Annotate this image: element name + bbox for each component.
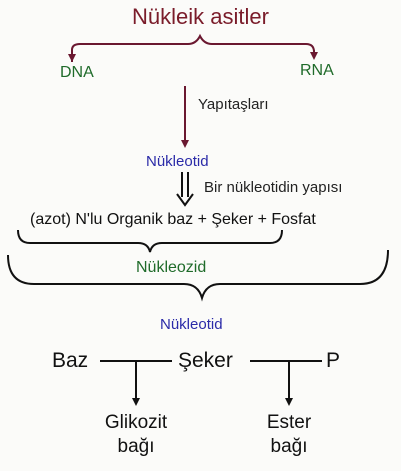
nucleoside-brace <box>17 229 283 253</box>
nucleotide-label-bottom: Nükleotid <box>160 316 223 333</box>
glycosidic-bond-label-2: bağı <box>117 436 155 457</box>
phosphate-label: P <box>326 349 341 372</box>
nucleotide-structure-label: Bir nükleotidin yapısı <box>204 179 343 196</box>
nucleotide-label-top: Nükleotid <box>146 153 209 170</box>
diagram-title: Nükleik asitler <box>132 4 269 29</box>
dna-label: DNA <box>60 64 94 81</box>
ester-bond-label-2: bağı <box>270 436 308 457</box>
rna-label: RNA <box>300 62 334 79</box>
top-brace <box>71 33 315 62</box>
building-blocks-label: Yapıtaşları <box>198 96 269 113</box>
nucleotide-formula: (azot) N'lu Organik baz + Şeker + Fosfat <box>30 211 316 228</box>
nucleotide-brace <box>7 249 389 302</box>
sugar-label: Şeker <box>178 349 233 372</box>
ester-bond-label: Ester <box>266 412 312 433</box>
nucleoside-label: Nükleozid <box>136 259 207 276</box>
glycosidic-bond-label: Glikozit <box>104 412 168 433</box>
base-label: Baz <box>52 349 89 372</box>
double-arrow-head <box>176 193 194 207</box>
